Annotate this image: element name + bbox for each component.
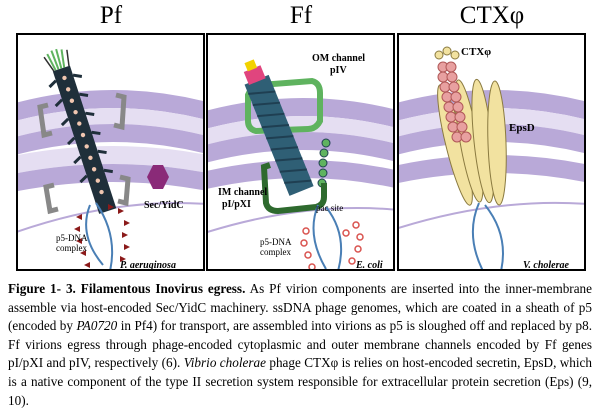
panel-pf: Sec/YidC p5-DNA complex P. aeruginosa [16, 33, 205, 271]
label-pac-site: pac site [316, 203, 343, 213]
label-organism-ff: E. coli [355, 260, 383, 271]
label-im-1: IM channel [218, 187, 267, 198]
ctx-virion [437, 61, 472, 143]
label-epsd: EpsD [509, 122, 535, 134]
caption-text-2: in Pf4) for transport, are assembled int… [8, 318, 592, 371]
label-dna-1: p5-DNA [260, 237, 292, 247]
label-dna-2: complex [56, 243, 87, 253]
label-im-2: pI/pXI [222, 199, 251, 210]
label-dna-2: complex [260, 247, 291, 257]
p5-proteins [74, 204, 130, 268]
label-om-1: OM channel [312, 53, 365, 64]
label-organism-ctx: V. cholerae [523, 260, 569, 271]
im-channel [260, 162, 327, 215]
caption-text-1: As Pf virion components are inserted int… [8, 281, 592, 334]
label-ctx: CTXφ [461, 46, 491, 58]
label-dna-1: p5-DNA [56, 233, 88, 243]
caption-label: Figure 1- 3. Filamentous Inovirus egress… [8, 281, 246, 296]
ff-illustration: OM channel pIV IM channel pI/pXI pac sit… [208, 53, 393, 271]
dna-loop [85, 202, 114, 269]
ff-virion [243, 59, 314, 196]
ctx-illustration: CTXφ EpsD V. cholerae [399, 46, 584, 271]
periplasm [18, 108, 203, 137]
caption-gene: PA0720 [76, 318, 118, 334]
ctx-tip [434, 46, 460, 60]
panel-title-pf: Pf [99, 2, 123, 29]
panel-title-ctx: CTXφ [459, 2, 525, 29]
pf-virion [43, 48, 117, 214]
caption-species: Vibrio cholerae [183, 355, 266, 371]
label-organism-pf: P. aeruginosa [120, 260, 176, 271]
panel-title-ff: Ff [289, 2, 313, 29]
panel-ctx: CTXφ EpsD V. cholerae [397, 33, 586, 271]
figure-caption: Figure 1- 3. Filamentous Inovirus egress… [8, 280, 592, 410]
sec-yidc-icon [147, 165, 169, 189]
pf-illustration: Sec/YidC p5-DNA complex P. aeruginosa [18, 48, 203, 271]
label-sec-yidc: Sec/YidC [144, 200, 184, 211]
panel-ff: OM channel pIV IM channel pI/pXI pac sit… [206, 33, 395, 271]
label-om-2: pIV [330, 65, 347, 76]
inner-membrane-top [18, 124, 203, 155]
caption-text-3: phage CTXφ is relies on host-encoded sec… [8, 355, 592, 408]
p5-circles [300, 221, 364, 269]
